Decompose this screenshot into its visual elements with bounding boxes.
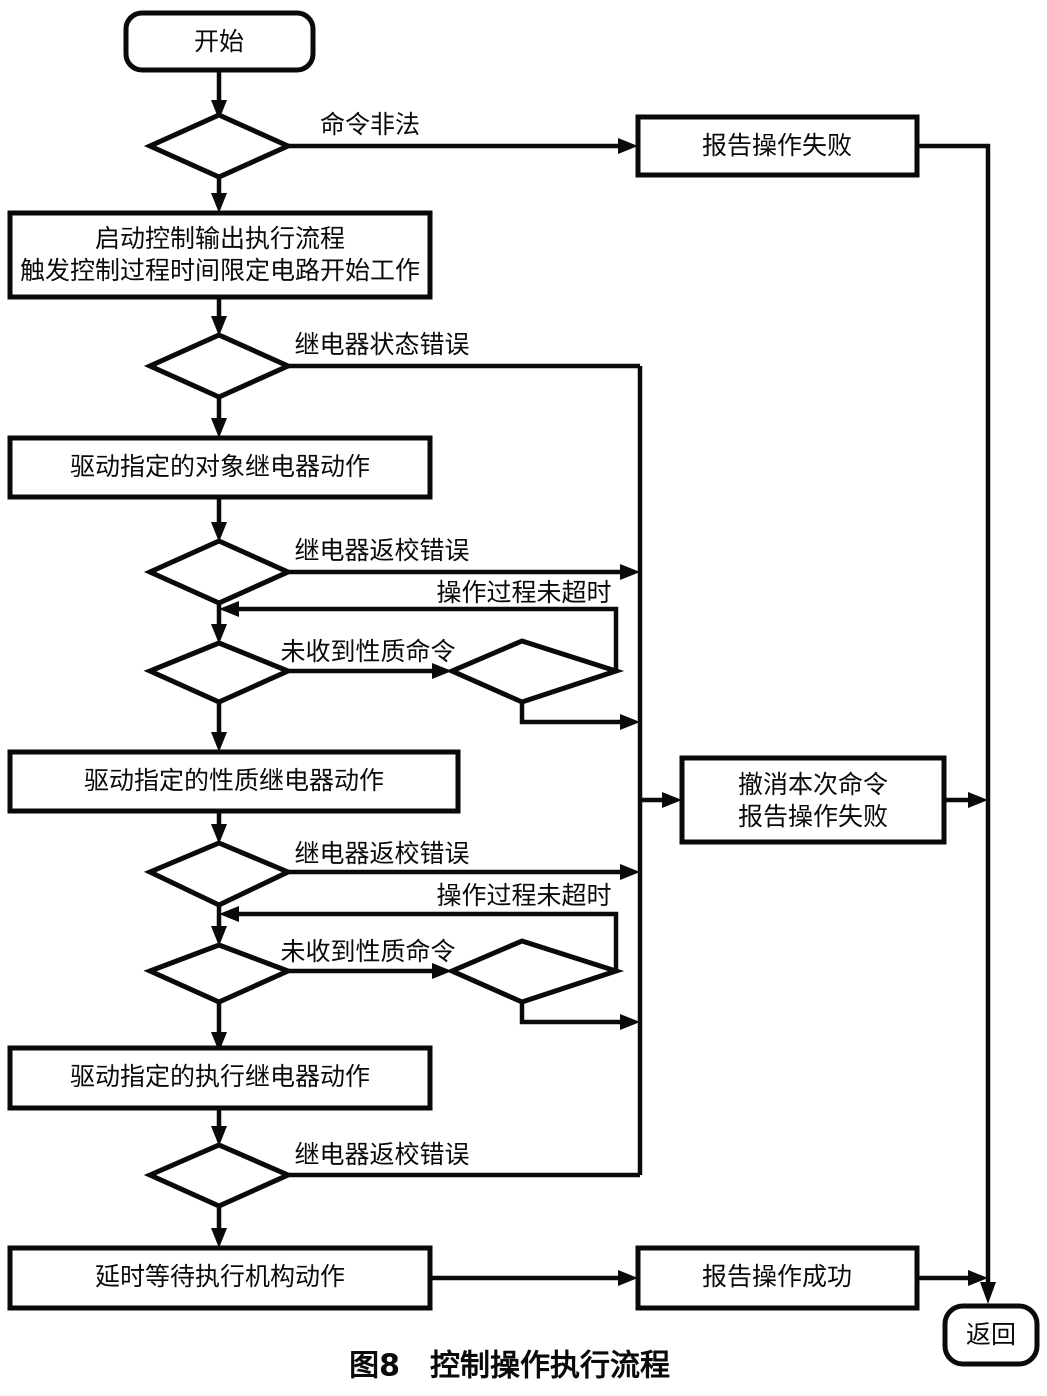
arrowhead-start-to-decision1 — [211, 100, 227, 120]
arrowhead-command-illegal — [618, 138, 638, 154]
node-report-success[interactable]: 报告操作成功 — [635, 1245, 920, 1311]
edge-timeout-1-to-collector — [519, 702, 624, 725]
edge-label-relay-check-error-1: 继电器返校错误 — [294, 536, 469, 565]
process-start-control-line2: 触发控制过程时间限定电路开始工作 — [20, 256, 420, 285]
arrowhead-decision8-to-process5 — [211, 1228, 227, 1248]
process-drive-nature-relay-shape[interactable] — [7, 749, 461, 814]
start-shape[interactable] — [123, 10, 316, 73]
caption-number: 图8 — [349, 1349, 400, 1384]
arrowhead-collector-to-cancel — [662, 792, 682, 808]
edge-label-relay-check-error-3: 继电器返校错误 — [294, 1140, 469, 1169]
arrowhead-nature1-to-process3 — [211, 732, 227, 752]
node-process-drive-exec-relay[interactable]: 驱动指定的执行继电器动作 — [7, 1045, 433, 1111]
decision-timeout-2-shape[interactable] — [445, 938, 625, 1005]
edge-label-no-nature-command-2: 未收到性质命令 — [280, 937, 455, 966]
node-process-drive-nature-relay[interactable]: 驱动指定的性质继电器动作 — [7, 749, 461, 814]
node-decision-nature-cmd-2[interactable] — [143, 942, 295, 1005]
arrowhead-no-nature-command-2 — [432, 963, 452, 979]
process-start-control-line1: 启动控制输出执行流程 — [95, 224, 345, 253]
report-fail-top-label: 报告操作失败 — [702, 131, 852, 160]
edge-label-relay-check-error-2: 继电器返校错误 — [294, 839, 469, 868]
node-decision-timeout-2[interactable] — [445, 938, 625, 1005]
arrowhead-relay-check-error-1 — [620, 564, 640, 580]
edge-label-command-illegal: 命令非法 — [320, 110, 420, 139]
decision-relay-check-2-shape[interactable] — [143, 840, 295, 908]
edge-label-relay-state-error: 继电器状态错误 — [294, 330, 469, 359]
arrowhead-process4-to-decision8 — [211, 1126, 227, 1146]
decision-nature-cmd-1-shape[interactable] — [143, 640, 295, 705]
node-decision-relay-state[interactable] — [143, 332, 295, 400]
arrowhead-delay-to-success — [618, 1270, 638, 1286]
process-drive-exec-relay-shape[interactable] — [7, 1045, 433, 1111]
node-start[interactable]: 开始 — [123, 10, 316, 73]
edge-not-timed-out-2 — [235, 911, 619, 971]
arrowhead-relay-check-error-2 — [620, 864, 640, 880]
node-report-fail-top[interactable]: 报告操作失败 — [635, 114, 920, 178]
edge-not-timed-out-1 — [235, 606, 619, 671]
arrowhead-nature2-to-process4 — [211, 1032, 227, 1052]
arrowhead-decision2-to-process2 — [211, 418, 227, 438]
arrowhead-process3-to-decision5 — [211, 824, 227, 844]
edge-timeout-2-to-collector — [519, 1002, 624, 1025]
edge-fail-top-to-return — [917, 143, 991, 1284]
node-decision-relay-check-3[interactable] — [143, 1142, 295, 1209]
node-decision-relay-check-2[interactable] — [143, 840, 295, 908]
arrowhead-timeout-2-to-collector — [620, 1014, 640, 1030]
report-fail-top-shape[interactable] — [635, 114, 920, 178]
start-label: 开始 — [194, 27, 244, 56]
node-process-drive-object-relay[interactable]: 驱动指定的对象继电器动作 — [7, 435, 433, 500]
process-drive-exec-relay-label: 驱动指定的执行继电器动作 — [70, 1062, 370, 1091]
arrowhead-decision1-to-process1 — [211, 193, 227, 213]
end-return-label: 返回 — [966, 1320, 1016, 1349]
decision-relay-check-1-shape[interactable] — [143, 538, 295, 606]
process-delay-wait-shape[interactable] — [7, 1245, 433, 1311]
cancel-and-fail-line1: 撤消本次命令 — [738, 770, 888, 799]
decision-relay-check-3-shape[interactable] — [143, 1142, 295, 1209]
node-decision-timeout-1[interactable] — [445, 638, 625, 705]
process-drive-object-relay-shape[interactable] — [7, 435, 433, 500]
connector-layer — [211, 70, 996, 1304]
decision-relay-state-shape[interactable] — [143, 332, 295, 400]
process-drive-nature-relay-label: 驱动指定的性质继电器动作 — [84, 766, 384, 795]
process-start-control-shape[interactable] — [7, 210, 433, 300]
edge-label-not-timed-out-2: 操作过程未超时 — [436, 881, 611, 910]
arrowhead-process1-to-decision2 — [211, 316, 227, 336]
edge-label-not-timed-out-1: 操作过程未超时 — [436, 578, 611, 607]
arrowhead-timeout-1-to-collector — [620, 714, 640, 730]
node-process-delay-wait[interactable]: 延时等待执行机构动作 — [7, 1245, 433, 1311]
node-decision-relay-check-1[interactable] — [143, 538, 295, 606]
node-process-start-control[interactable]: 启动控制输出执行流程 触发控制过程时间限定电路开始工作 — [7, 210, 433, 300]
node-decision-nature-cmd-1[interactable] — [143, 640, 295, 705]
decision-timeout-1-shape[interactable] — [445, 638, 625, 705]
decision-nature-cmd-2-shape[interactable] — [143, 942, 295, 1005]
arrowhead-not-timed-out-2 — [219, 906, 239, 922]
arrowhead-cancel-to-return-line — [968, 792, 988, 808]
caption-title: 控制操作执行流程 — [430, 1349, 670, 1384]
arrowhead-success-to-return — [968, 1270, 988, 1286]
arrowhead-stem-to-nature1 — [211, 624, 227, 644]
arrowhead-fail-top-to-return — [980, 1282, 996, 1304]
figure-caption: 图8 控制操作执行流程 — [349, 1349, 670, 1384]
node-cancel-and-fail[interactable]: 撤消本次命令 报告操作失败 — [679, 755, 947, 845]
cancel-and-fail-shape[interactable] — [679, 755, 947, 845]
node-decision-command-illegal[interactable] — [143, 112, 295, 180]
process-drive-object-relay-label: 驱动指定的对象继电器动作 — [70, 452, 370, 481]
node-end-return[interactable]: 返回 — [942, 1303, 1040, 1367]
decision-command-illegal-shape[interactable] — [143, 112, 295, 180]
arrowhead-stem-to-nature2 — [211, 926, 227, 946]
edge-label-no-nature-command-1: 未收到性质命令 — [280, 637, 455, 666]
end-return-shape[interactable] — [942, 1303, 1040, 1367]
report-success-shape[interactable] — [635, 1245, 920, 1311]
arrowhead-process2-to-decision3 — [211, 522, 227, 542]
report-success-label: 报告操作成功 — [702, 1262, 852, 1291]
process-delay-wait-label: 延时等待执行机构动作 — [95, 1262, 345, 1291]
arrowhead-no-nature-command-1 — [432, 663, 452, 679]
cancel-and-fail-line2: 报告操作失败 — [738, 802, 888, 831]
arrowhead-not-timed-out-1 — [219, 601, 239, 617]
